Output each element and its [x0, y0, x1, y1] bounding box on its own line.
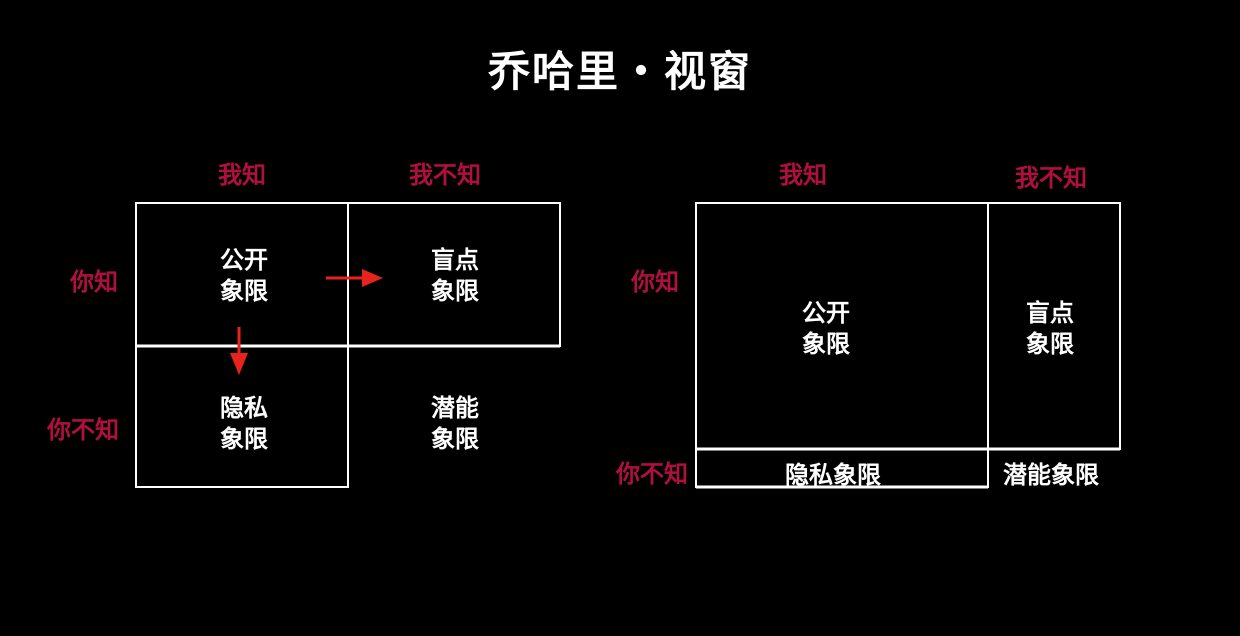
left-open-quadrant-label: 公开 象限: [220, 246, 268, 305]
left-hidden-quadrant-label: 隐私 象限: [220, 394, 268, 453]
right-col-header-i-know: 我知: [779, 161, 827, 189]
right-open-quadrant-label: 公开 象限: [802, 299, 850, 358]
right-row-header-you-dont-know: 你不知: [616, 460, 688, 488]
left-row-header-you-know: 你知: [70, 268, 118, 296]
right-hidden-quadrant-label: 隐私象限: [785, 461, 881, 489]
left-col-header-i-know: 我知: [218, 161, 266, 189]
arrow-down-icon: [230, 327, 248, 375]
left-col-header-i-dont-know: 我不知: [409, 161, 481, 189]
left-unknown-quadrant-label: 潜能 象限: [431, 394, 479, 453]
right-col-header-i-dont-know: 我不知: [1015, 164, 1087, 192]
right-row-header-you-know: 你知: [631, 268, 679, 296]
right-unknown-quadrant-label: 潜能象限: [1003, 461, 1099, 489]
left-blind-quadrant-label: 盲点 象限: [431, 246, 479, 305]
left-row-header-you-dont-know: 你不知: [47, 416, 119, 444]
page-title: 乔哈里・视窗: [487, 47, 752, 96]
right-blind-quadrant-label: 盲点 象限: [1026, 299, 1074, 358]
arrow-right-icon: [326, 269, 383, 287]
